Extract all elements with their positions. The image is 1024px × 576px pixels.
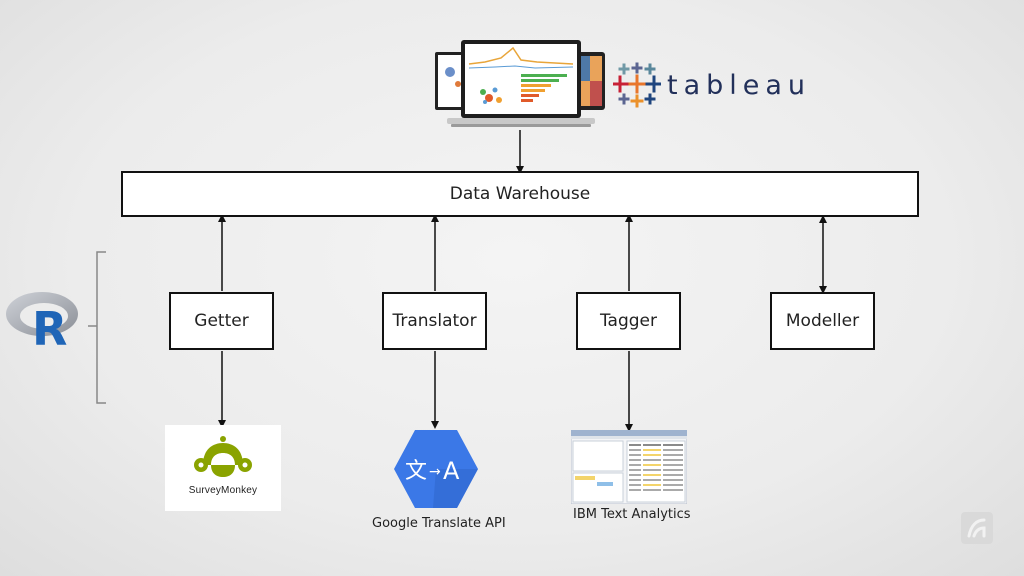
r-logo-letter: R [32, 302, 67, 350]
watermark-logo-icon [961, 512, 993, 544]
tableau-dashboard-devices-image [435, 40, 605, 127]
modeller-box: Modeller [770, 292, 875, 350]
ibm-text-analytics-screenshot-image [571, 430, 687, 504]
svg-text:文: 文 [405, 459, 427, 484]
google-translate-caption: Google Translate API [372, 516, 506, 531]
data-warehouse-box: Data Warehouse [121, 171, 919, 217]
ibm-text-analytics-caption: IBM Text Analytics [573, 507, 691, 522]
translator-label: Translator [392, 311, 477, 331]
svg-text:→: → [429, 464, 441, 480]
google-translate-icon: 文 → A [394, 430, 478, 508]
r-group-bracket [88, 251, 106, 404]
data-warehouse-label: Data Warehouse [449, 184, 591, 204]
modeller-label: Modeller [785, 311, 860, 331]
surveymonkey-logo-text: SurveyMonkey [188, 485, 258, 496]
getter-box: Getter [169, 292, 274, 350]
svg-text:A: A [443, 457, 460, 485]
getter-label: Getter [194, 311, 249, 331]
r-logo-icon: R [6, 292, 78, 350]
surveymonkey-logo-icon [194, 436, 252, 477]
surveymonkey-logo-card: SurveyMonkey [165, 425, 281, 511]
tableau-wordmark: tableau [667, 70, 812, 101]
tagger-box: Tagger [576, 292, 681, 350]
tagger-label: Tagger [599, 311, 658, 331]
translator-box: Translator [382, 292, 487, 350]
tableau-logo-icon [613, 62, 661, 108]
